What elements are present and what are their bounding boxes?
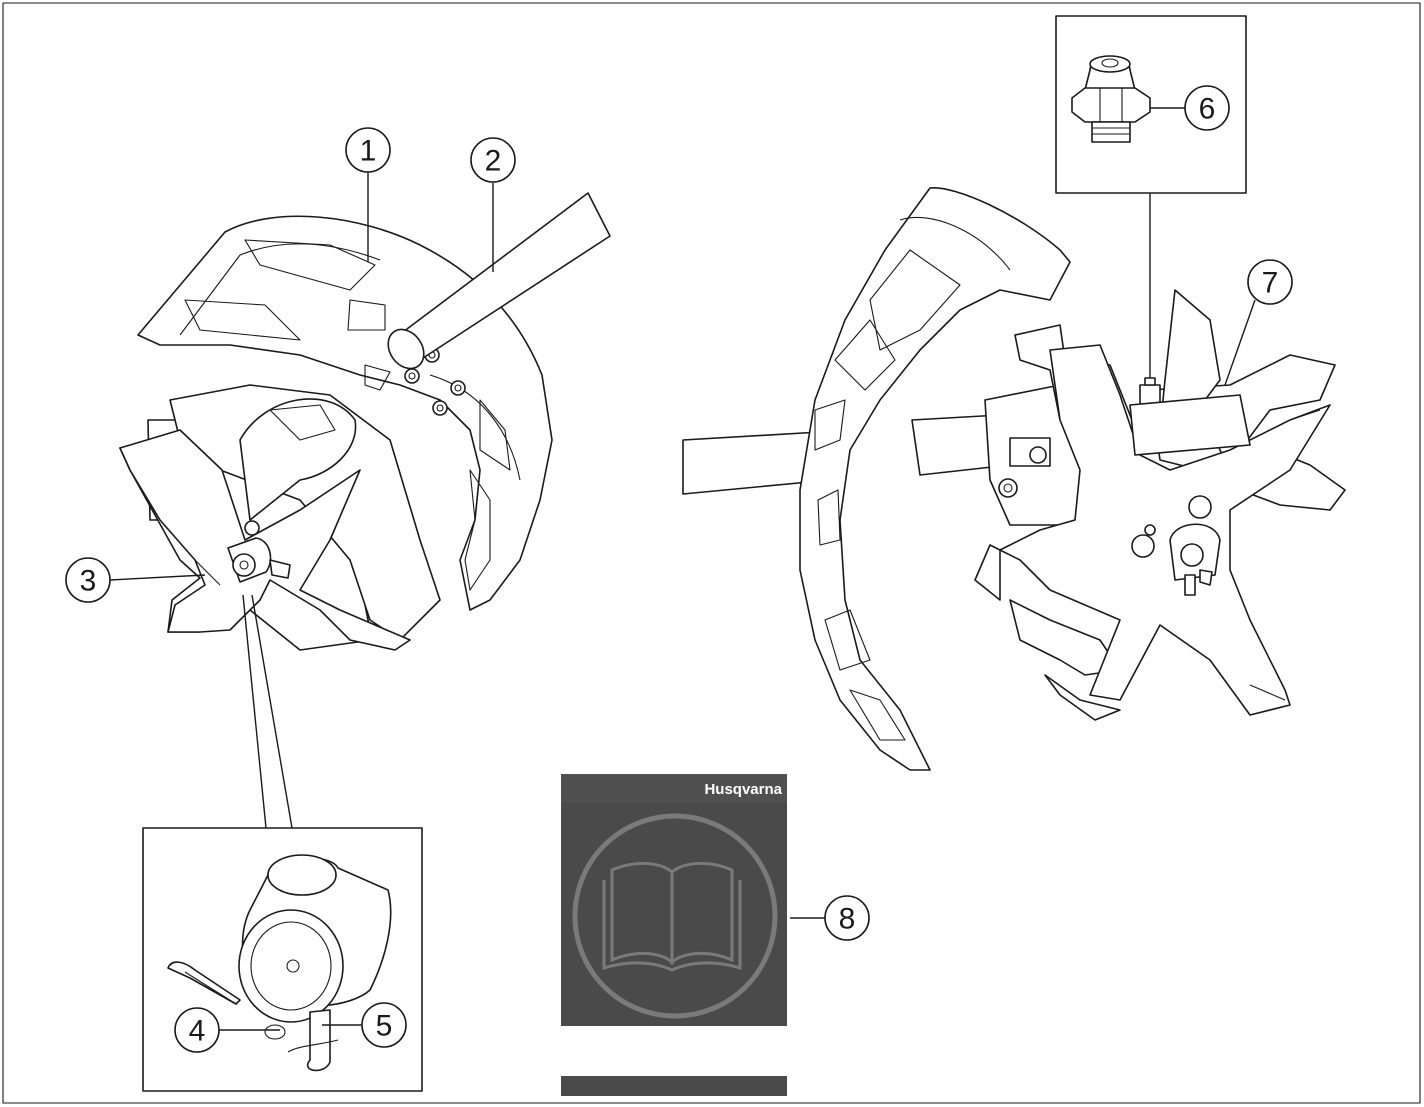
callout-7: 7	[1247, 259, 1293, 305]
callout-7-label: 7	[1262, 267, 1279, 300]
clevis-pin-detail	[142, 594, 423, 1092]
manual-brand-text: Husqvarna	[704, 781, 782, 798]
operators-manual: Husqvarna	[561, 774, 787, 1096]
right-hub	[1131, 495, 1221, 596]
callout-4: 4	[174, 1007, 220, 1053]
callout-3-label: 3	[80, 565, 97, 598]
book-icon	[602, 861, 742, 972]
callout-leaders	[109, 107, 1256, 1031]
left-hub	[227, 520, 291, 583]
callout-1-label: 1	[360, 135, 377, 168]
callout-1: 1	[345, 127, 391, 173]
callout-2: 2	[470, 137, 516, 183]
left-tiller-assembly	[119, 192, 611, 1092]
callout-8-label: 8	[839, 903, 856, 936]
grease-nipple-detail	[1055, 15, 1247, 378]
callout-5-label: 5	[376, 1010, 393, 1043]
front-tine	[119, 429, 411, 651]
callout-8: 8	[824, 895, 870, 941]
callout-6-label: 6	[1199, 93, 1216, 126]
right-tiller-assembly	[682, 15, 1346, 771]
callout-4-label: 4	[189, 1015, 206, 1048]
callout-6: 6	[1184, 85, 1230, 131]
callout-3: 3	[65, 557, 111, 603]
callout-5: 5	[361, 1002, 407, 1048]
grease-fitting-mount	[1129, 377, 1251, 456]
callout-2-label: 2	[485, 145, 502, 178]
drive-shaft	[387, 192, 611, 370]
right-guard	[799, 187, 1071, 771]
